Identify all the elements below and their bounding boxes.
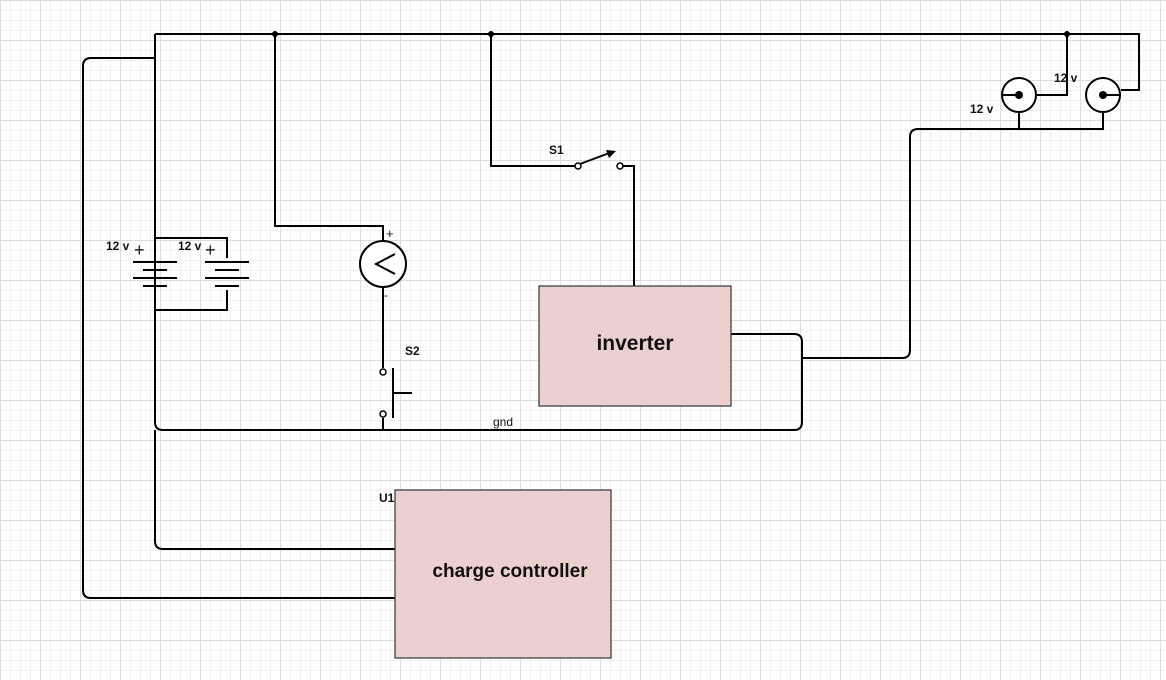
battery-1-voltage-label: 12 v — [106, 239, 130, 253]
voltmeter-symbol — [373, 253, 396, 275]
charge-controller-label: charge controller — [432, 561, 588, 582]
gnd-label: gnd — [493, 415, 513, 429]
lamp-2-voltage-label: 12 v — [1054, 71, 1078, 85]
voltmeter-body — [359, 240, 407, 288]
lamp1-feed-wire — [1037, 34, 1068, 96]
s1-contact — [574, 162, 582, 170]
battery-top-link — [155, 237, 228, 258]
inverter-block[interactable]: inverter — [538, 285, 732, 407]
s2-contact — [379, 410, 387, 418]
charge-controller-ref-label: U1 — [379, 491, 395, 505]
junctions — [272, 31, 1070, 37]
top-bus-wire — [155, 33, 1140, 91]
inverter-label: inverter — [596, 332, 673, 355]
s2-label: S2 — [405, 344, 420, 358]
controller-feed-wire — [154, 430, 395, 550]
s1-branch-wire — [490, 34, 575, 167]
lamp-1[interactable]: 12 v — [970, 77, 1037, 116]
s1-arrow-icon — [606, 150, 616, 158]
s1-to-inverter-wire — [623, 165, 635, 286]
wires — [82, 33, 1140, 599]
battery-2-plus-label: + — [205, 240, 216, 260]
switch-s2[interactable]: S2 — [379, 344, 420, 418]
battery-bottom-link — [155, 290, 228, 311]
lamp-2[interactable]: 12 v — [1054, 71, 1121, 113]
s1-contact — [616, 162, 624, 170]
charge-controller-box — [394, 489, 612, 659]
lamp-1-voltage-label: 12 v — [970, 102, 994, 116]
lamp-1-center — [1015, 91, 1023, 99]
voltmeter-plus-label: + — [386, 226, 394, 241]
voltmeter-branch-wire — [274, 34, 384, 241]
voltmeter-minus-label: - — [384, 288, 388, 302]
junction-dot — [488, 31, 494, 37]
switch-s1[interactable]: S1 — [549, 143, 624, 170]
left-positive-wire — [154, 34, 803, 431]
battery-2[interactable]: 12 v + — [178, 239, 249, 287]
s1-label: S1 — [549, 143, 564, 157]
s2-contact — [379, 368, 387, 376]
inverter-box — [538, 285, 732, 407]
battery-1[interactable]: 12 v + — [106, 239, 177, 287]
junction-dot — [272, 31, 278, 37]
s1-lever — [579, 151, 613, 165]
lamp-2-center — [1099, 91, 1107, 99]
battery-1-plus-label: + — [134, 240, 145, 260]
inverter-output-wire — [802, 113, 1104, 359]
voltmeter[interactable]: + - — [359, 226, 407, 302]
battery-2-voltage-label: 12 v — [178, 239, 202, 253]
charge-controller-block[interactable]: charge controller U1 — [379, 489, 612, 659]
outer-loop-wire — [82, 57, 395, 599]
junction-dot — [1064, 31, 1070, 37]
